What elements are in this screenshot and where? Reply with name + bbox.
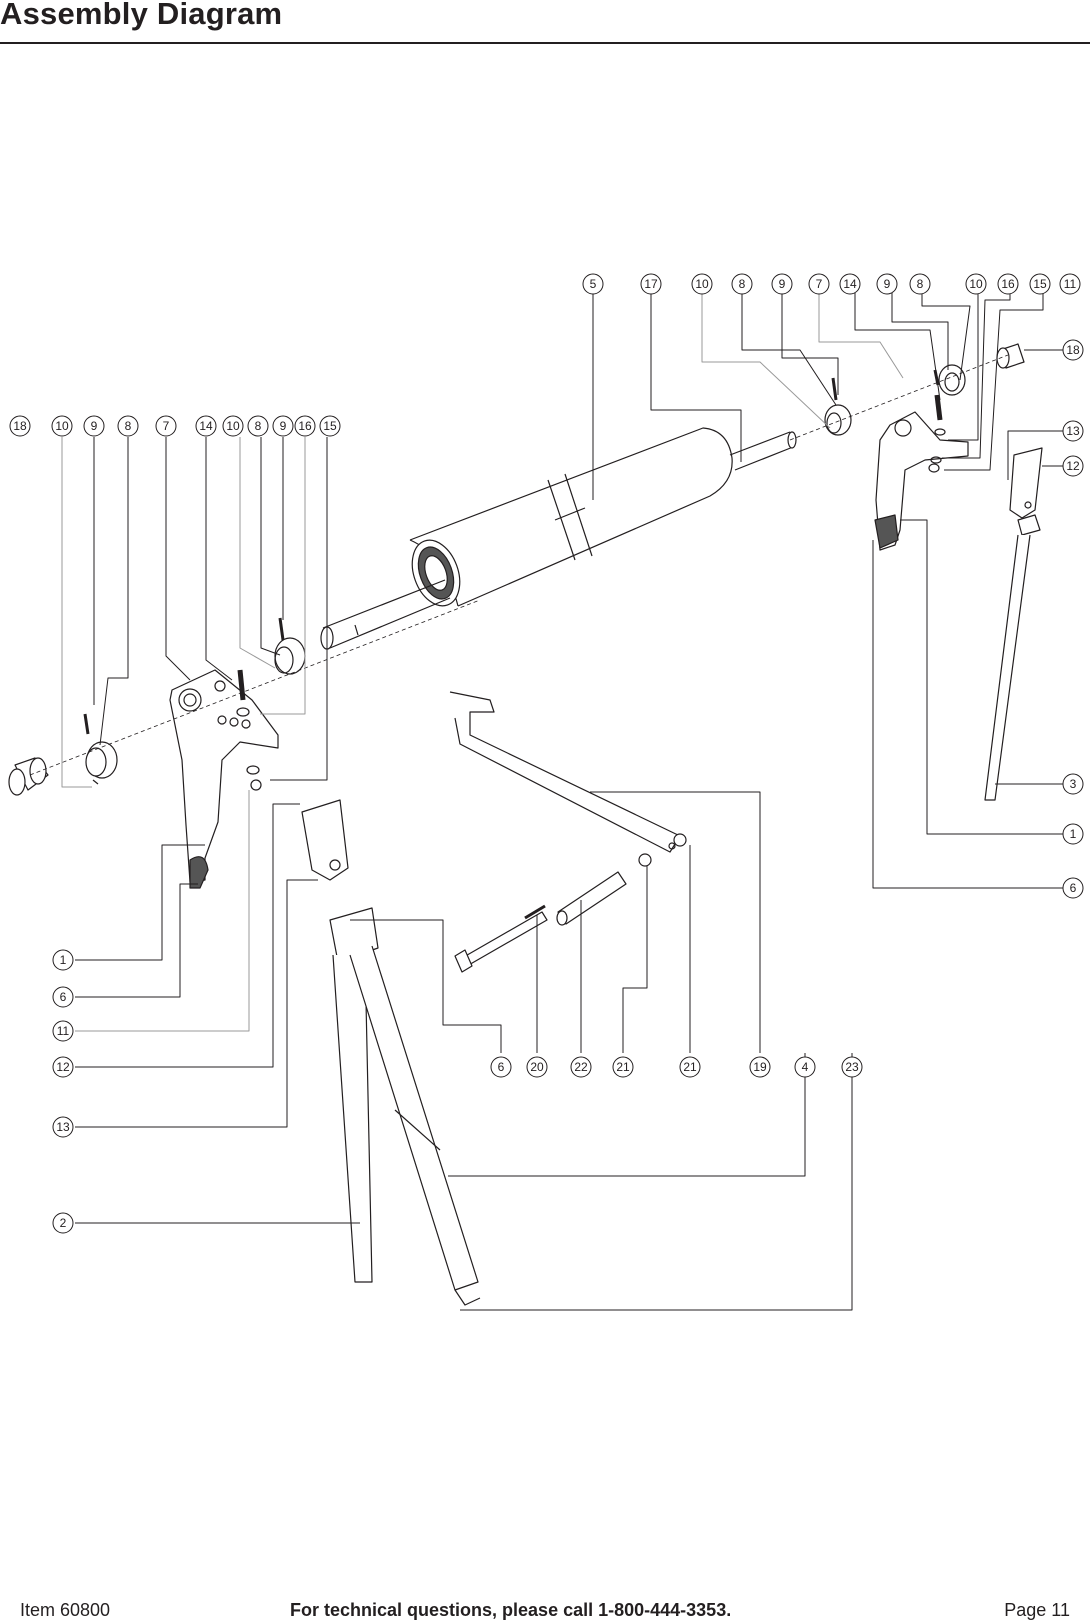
callout-top-1: 5 (590, 277, 597, 291)
long-bolt (454, 904, 548, 973)
callout-r-1: 18 (1066, 343, 1080, 357)
callout-top-8: 9 (884, 277, 891, 291)
callout-b-7: 4 (802, 1060, 809, 1074)
callout-r-4: 3 (1070, 777, 1077, 791)
callout-top-6: 7 (816, 277, 823, 291)
callout-lt-11: 15 (323, 419, 337, 433)
right-bracket (824, 364, 969, 551)
callout-labels: 5 17 10 8 9 7 14 9 8 10 16 15 11 18 10 9… (9, 273, 1084, 1234)
callout-lt-4: 8 (125, 419, 132, 433)
callout-b-1: 6 (498, 1060, 505, 1074)
title-rule (0, 42, 1090, 44)
callout-lt-3: 9 (91, 419, 98, 433)
callout-left-top-row: 18 10 9 8 7 14 10 8 9 16 15 (9, 415, 341, 437)
page-title: Assembly Diagram (0, 0, 283, 31)
callout-lt-2: 10 (55, 419, 69, 433)
callout-r-5: 1 (1070, 827, 1077, 841)
callout-top-row: 5 17 10 8 9 7 14 9 8 10 16 15 11 (582, 273, 1081, 295)
callout-lt-10: 16 (298, 419, 312, 433)
callout-r-3: 12 (1066, 459, 1080, 473)
callout-top-10: 10 (969, 277, 983, 291)
footer-page-number: Page 11 (1004, 1600, 1070, 1620)
callout-top-5: 9 (779, 277, 786, 291)
callout-lt-5: 7 (163, 419, 170, 433)
callout-lb-5: 13 (56, 1120, 70, 1134)
roller-shaft (320, 431, 797, 650)
callout-lt-6: 14 (199, 419, 213, 433)
callout-top-9: 8 (917, 277, 924, 291)
spacer-tube (556, 871, 627, 926)
callout-r-2: 13 (1066, 424, 1080, 438)
left-bracket (169, 669, 279, 889)
callout-left-bottom-column: 1 6 11 12 13 2 (52, 949, 74, 1234)
left-leg (301, 799, 481, 1306)
callout-r-6: 6 (1070, 881, 1077, 895)
callout-lb-3: 11 (57, 1024, 70, 1038)
callout-b-3: 22 (574, 1060, 588, 1074)
callout-b-8: 23 (845, 1060, 859, 1074)
left-end-cap (8, 757, 49, 796)
handle-bar (449, 691, 687, 867)
callout-top-7: 14 (843, 277, 857, 291)
callout-lt-9: 9 (280, 419, 287, 433)
callout-top-4: 8 (739, 277, 746, 291)
left-collar (83, 713, 118, 785)
callout-lb-2: 6 (60, 990, 67, 1004)
callout-bottom-row: 6 20 22 21 21 19 4 23 (490, 1056, 863, 1078)
callout-top-3: 10 (695, 277, 709, 291)
footer-item-number: Item 60800 (20, 1600, 111, 1620)
left-shaft-collar (236, 617, 306, 791)
callout-right-column: 18 13 12 3 1 6 (1062, 339, 1084, 899)
roller-tube (409, 427, 733, 607)
right-leg (984, 447, 1043, 801)
callout-b-2: 20 (530, 1060, 544, 1074)
footer-tech-support: For technical questions, please call 1-8… (290, 1600, 732, 1620)
right-end-cap (996, 343, 1025, 369)
callout-lb-4: 12 (56, 1060, 70, 1074)
callout-top-11: 16 (1001, 277, 1015, 291)
callout-lb-6: 2 (60, 1216, 67, 1230)
callout-top-2: 17 (644, 277, 658, 291)
callout-top-12: 15 (1033, 277, 1047, 291)
callout-lt-1: 18 (13, 419, 27, 433)
callout-lt-8: 8 (255, 419, 262, 433)
leader-lines (61, 293, 1065, 1311)
callout-b-5: 21 (683, 1060, 697, 1074)
callout-lb-1: 1 (60, 953, 67, 967)
callout-b-4: 21 (616, 1060, 630, 1074)
callout-top-13: 11 (1064, 277, 1077, 291)
callout-lt-7: 10 (226, 419, 240, 433)
callout-b-6: 19 (753, 1060, 767, 1074)
